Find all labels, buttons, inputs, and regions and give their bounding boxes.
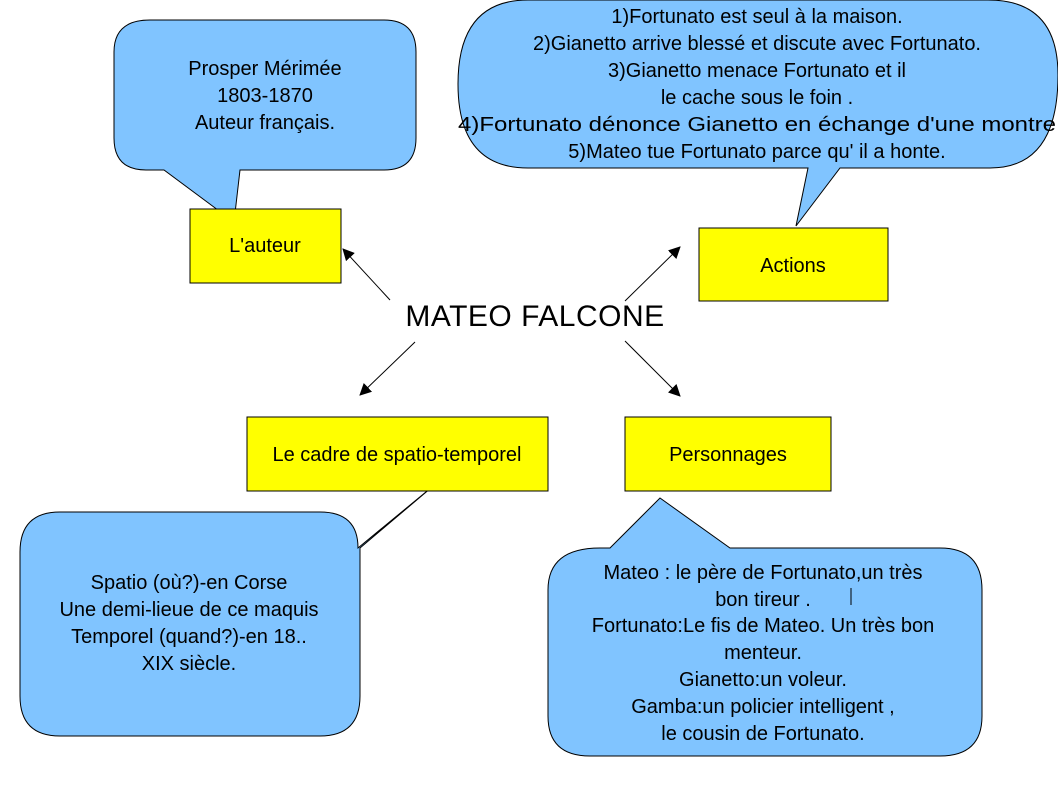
callout-personnages-line: Gianetto:un voleur. bbox=[679, 669, 847, 691]
callout-auteur-bubble bbox=[113, 19, 417, 223]
callout-personnages-line: le cousin de Fortunato. bbox=[661, 723, 864, 745]
callout-auteur-line: Prosper Mérimée bbox=[188, 58, 341, 80]
callout-actions-line: 2)Gianetto arrive blessé et discute avec… bbox=[533, 33, 981, 55]
arrow-to-personnages bbox=[624, 340, 681, 397]
callout-personnages-line: menteur. bbox=[724, 642, 802, 664]
callout-actions-line: le cache sous le foin . bbox=[661, 87, 853, 109]
arrow-to-cadre bbox=[359, 341, 416, 396]
callout-personnages-line: Fortunato:Le fis de Mateo. Un très bon bbox=[592, 615, 934, 637]
node-auteur-box bbox=[189, 208, 342, 284]
callout-personnages-line: bon tireur . bbox=[715, 589, 811, 611]
node-personnages-label: Personnages bbox=[669, 444, 787, 466]
callout-cadre-bubble bbox=[19, 481, 439, 737]
callout-auteur-line: 1803-1870 bbox=[217, 85, 313, 107]
callout-actions-bubble bbox=[457, 0, 1058, 227]
callout-personnages-line: Mateo : le père de Fortunato,un très bbox=[603, 562, 922, 584]
callout-actions-line: 1)Fortunato est seul à la maison. bbox=[611, 6, 902, 28]
callout-actions-line: 5)Mateo tue Fortunato parce qu' il a hon… bbox=[568, 141, 945, 163]
callout-cadre-line: XIX siècle. bbox=[142, 653, 236, 675]
node-auteur-label: L'auteur bbox=[229, 235, 301, 257]
arrow-to-auteur bbox=[342, 248, 391, 301]
callout-cadre-line: Temporel (quand?)-en 18.. bbox=[71, 626, 307, 648]
callout-personnages-bubble bbox=[547, 497, 983, 757]
node-cadre-box bbox=[246, 416, 549, 492]
callout-personnages-line: Gamba:un policier intelligent , bbox=[631, 696, 894, 718]
node-personnages-box bbox=[624, 416, 832, 492]
node-actions-label: Actions bbox=[760, 255, 826, 277]
callout-actions-line: 3)Gianetto menace Fortunato et il bbox=[608, 60, 906, 82]
node-cadre-label: Le cadre de spatio-temporel bbox=[272, 444, 521, 466]
node-actions-box bbox=[698, 227, 889, 302]
callout-cadre-line: Spatio (où?)-en Corse bbox=[91, 572, 288, 594]
callout-actions-line: 4)Fortunato dénonce Gianetto en échange … bbox=[458, 114, 1056, 136]
callout-cadre-line: Une demi-lieue de ce maquis bbox=[59, 599, 318, 621]
arrow-to-actions bbox=[624, 246, 681, 302]
callout-auteur-line: Auteur français. bbox=[195, 112, 335, 134]
diagram-title: MATEO FALCONE bbox=[405, 300, 664, 333]
